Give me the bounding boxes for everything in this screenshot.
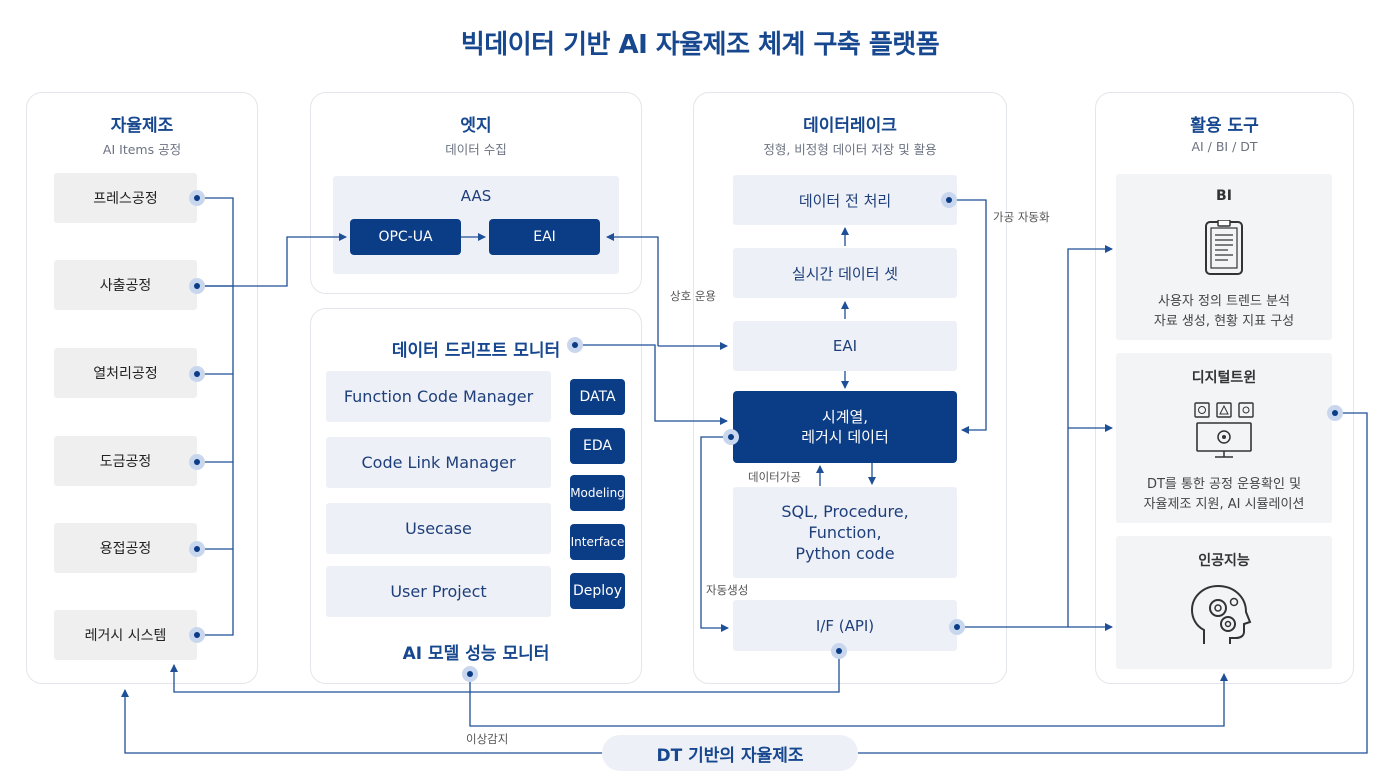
tools-title: 활용 도구 [1190,116,1259,136]
port-dt [1327,405,1343,421]
report-icon [1205,220,1243,275]
timeseries-legacy-box[interactable]: 시계열, 레거시 데이터 [733,391,957,463]
digital-twin-card[interactable]: 디지털트윈 DT를 통한 공정 운용확인 및 자율제조 지원, AI 시뮬레이션 [1116,353,1332,523]
port-legacy [189,627,205,643]
function-code-manager[interactable]: Function Code Manager [326,371,551,422]
legacy-system[interactable]: 레거시 시스템 [54,610,197,660]
datalake-title: 데이터레이크 [803,116,897,136]
model-monitor-title: AI 모델 성능 모니터 [402,644,550,664]
tag-data[interactable]: DATA [570,379,625,415]
digital-twin-title: 디지털트윈 [1191,370,1257,386]
user-project[interactable]: User Project [326,566,551,617]
port-heat [189,366,205,382]
ai-card[interactable]: 인공지능 [1116,536,1332,669]
process-press[interactable]: 프레스공정 [54,173,197,223]
port-welding [189,541,205,557]
label-interop: 상호 운용 [670,289,716,303]
tag-deploy[interactable]: Deploy [570,573,625,609]
sql-procedure-box[interactable]: SQL, Procedure, Function, Python code [733,487,957,578]
code-link-manager[interactable]: Code Link Manager [326,437,551,488]
dt-autonomous-pill[interactable]: DT 기반의 자율제조 [602,735,858,771]
port-press [189,190,205,206]
drift-monitor-title: 데이터 드리프트 모니터 [391,341,561,361]
preprocess-box[interactable]: 데이터 전 처리 [733,175,957,225]
process-plating[interactable]: 도금공정 [54,436,197,486]
digital-twin-description: DT를 통한 공정 운용확인 및 자율제조 지원, AI 시뮬레이션 [1143,477,1305,512]
bi-card[interactable]: BI 사용자 정의 트렌드 분석 자료 생성, 현황 지표 구성 [1116,174,1332,340]
port-api-right [949,619,965,635]
port-timeseries [723,429,739,445]
bi-title: BI [1216,188,1232,204]
lake-eai-box[interactable]: EAI [733,321,957,371]
edge-eai-box[interactable]: EAI [489,219,600,255]
datalake-subtitle: 정형, 비정형 데이터 저장 및 활용 [763,142,937,157]
port-injection [189,278,205,294]
bi-description: 사용자 정의 트렌드 분석 자료 생성, 현황 지표 구성 [1153,294,1295,329]
label-auto-process: 가공 자동화 [993,210,1050,224]
realtime-dataset-box[interactable]: 실시간 데이터 셋 [733,248,957,298]
port-plating [189,454,205,470]
port-preprocess [941,192,957,208]
digital-twin-monitor-icon [1194,402,1254,458]
label-data-process: 데이터가공 [748,470,801,484]
tag-interface[interactable]: Interface [570,524,625,560]
process-welding[interactable]: 용접공정 [54,523,197,573]
label-auto-gen: 자동생성 [706,583,749,597]
edge-subtitle: 데이터 수집 [445,142,507,157]
manufacturing-title: 자율제조 [110,116,174,136]
process-injection[interactable]: 사출공정 [54,260,197,310]
ai-head-gears-icon [1190,584,1252,644]
port-model-monitor [462,666,478,682]
page-title: 빅데이터 기반 AI 자율제조 체계 구축 플랫폼 [460,30,940,60]
api-box[interactable]: I/F (API) [733,600,957,651]
label-anomaly: 이상감지 [466,732,509,746]
process-heat-treatment[interactable]: 열처리공정 [54,348,197,398]
port-api-bottom [831,643,847,659]
tools-subtitle: AI / BI / DT [1191,139,1258,154]
port-drift-monitor [567,337,583,353]
tag-modeling[interactable]: Modeling [570,475,625,511]
manufacturing-subtitle: AI Items 공정 [102,142,182,157]
edge-title: 엣지 [460,116,492,136]
ai-title: 인공지능 [1198,553,1250,569]
tag-eda[interactable]: EDA [570,428,625,464]
aas-label: AAS [460,187,492,205]
opcua-box[interactable]: OPC-UA [350,219,461,255]
usecase[interactable]: Usecase [326,503,551,554]
